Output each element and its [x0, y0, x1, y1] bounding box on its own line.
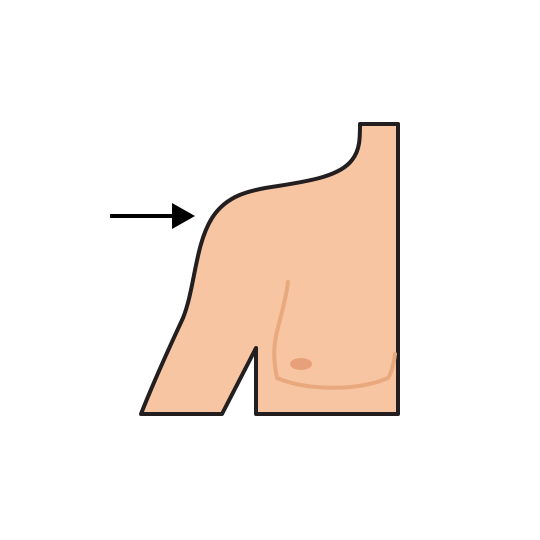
arrow-right-icon: [110, 203, 195, 229]
armpit-contour: [272, 280, 290, 380]
pectoral-contour: [275, 352, 397, 390]
nipple: [290, 358, 312, 370]
shoulder-body-shape: [139, 122, 400, 416]
